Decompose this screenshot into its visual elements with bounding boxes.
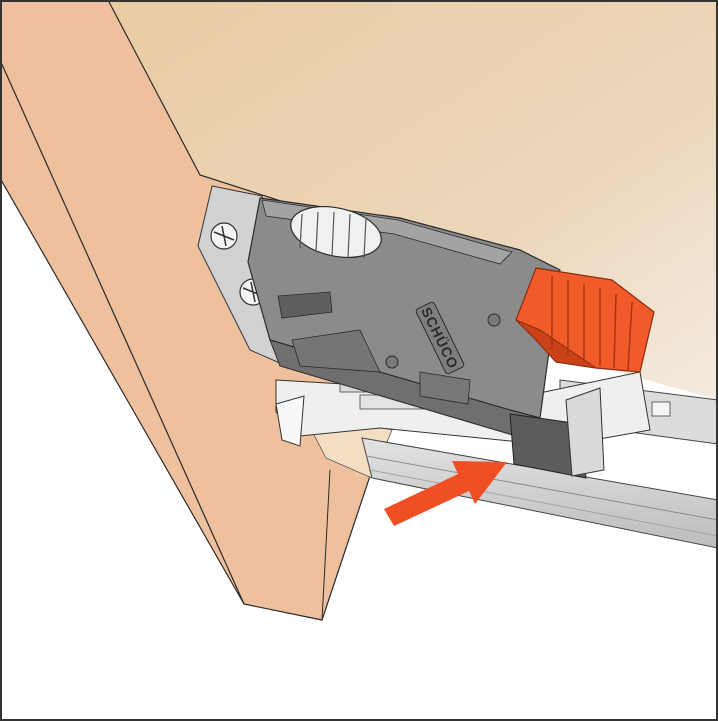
- runner-rail-groove: [365, 455, 718, 521]
- housing-cutout: [277, 291, 333, 319]
- adjustment-wheel: [290, 206, 382, 259]
- runner-end-clip: [565, 387, 605, 477]
- arrow-icon: [384, 461, 507, 526]
- runner-rail: [361, 437, 718, 549]
- housing-cutout-2: [291, 329, 381, 373]
- drawer-panel-corner-line: [321, 469, 331, 621]
- runner-end-block: [509, 413, 587, 479]
- clip-hook: [275, 395, 305, 447]
- lever-icon: [515, 267, 655, 373]
- drawer-panel-edge-line: [0, 59, 245, 605]
- runner-rail-groove-2: [369, 469, 718, 537]
- housing-cutout-3: [419, 371, 471, 405]
- screw-icon: [210, 222, 238, 250]
- rail-slot: [651, 401, 671, 417]
- rivet: [487, 313, 501, 327]
- rivet: [385, 355, 399, 369]
